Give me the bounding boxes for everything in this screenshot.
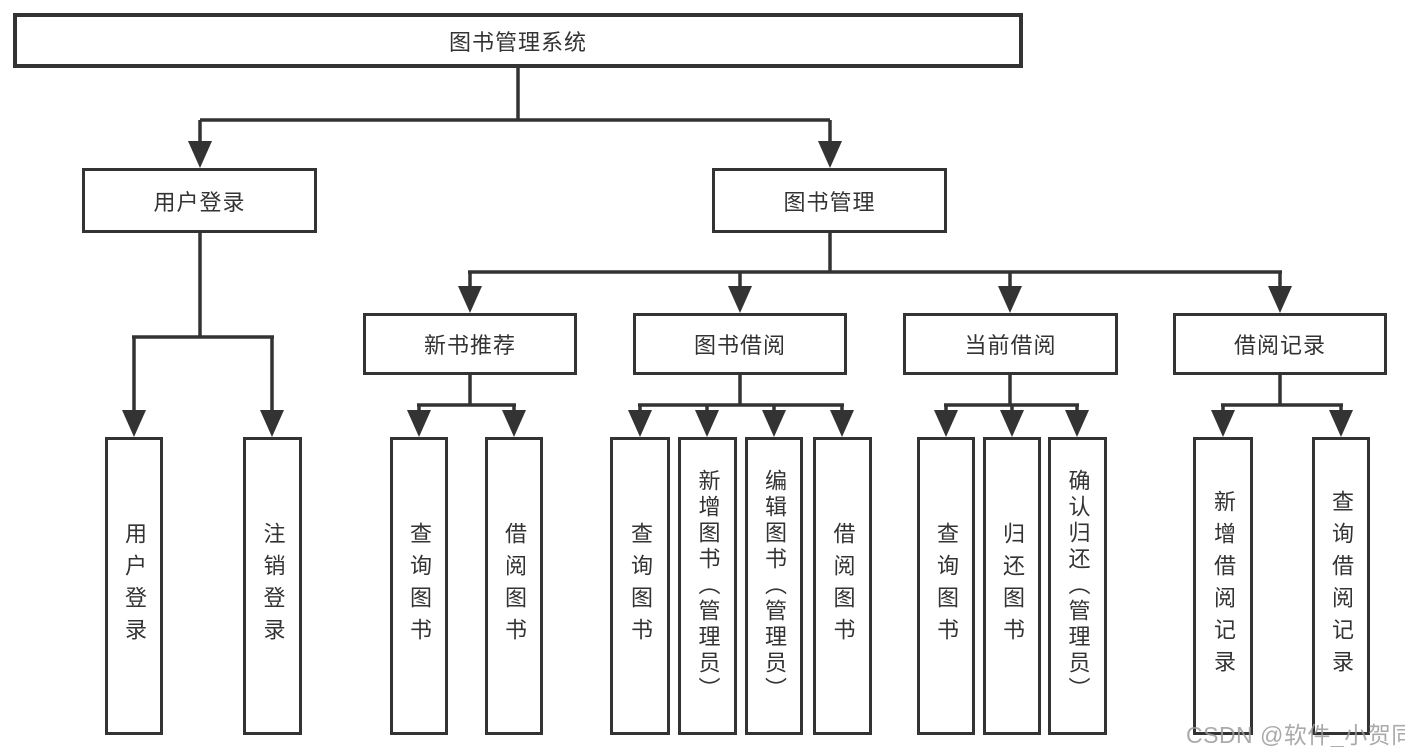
csdn-watermark: CSDN @软件_小贺同学 bbox=[1186, 722, 1405, 747]
arrowhead-icon bbox=[1329, 410, 1353, 437]
arrowhead-icon bbox=[695, 410, 719, 437]
arrowhead-icon bbox=[188, 141, 212, 168]
connector-root-to-level1 bbox=[198, 68, 832, 143]
leaf-add-books-admin: 新增图书（管理员） bbox=[678, 437, 737, 735]
node-book-management: 图书管理 bbox=[712, 168, 947, 233]
leaf-borrow-books-1: 借阅图书 bbox=[485, 437, 543, 735]
leaf-query-books-1: 查询图书 bbox=[390, 437, 448, 735]
connector-currentborrow-children bbox=[944, 375, 1079, 412]
node-library-management-system: 图书管理系统 bbox=[13, 13, 1023, 68]
arrowhead-icon bbox=[1000, 410, 1024, 437]
arrowhead-icon bbox=[818, 141, 842, 168]
node-user-login: 用户登录 bbox=[82, 168, 317, 233]
arrowhead-icon bbox=[458, 286, 482, 313]
arrowhead-icon bbox=[1065, 410, 1089, 437]
arrowhead-icon bbox=[998, 286, 1022, 313]
node-new-book-recommend: 新书推荐 bbox=[363, 313, 577, 375]
leaf-return-books: 归还图书 bbox=[983, 437, 1041, 735]
arrowhead-icon bbox=[628, 410, 652, 437]
leaf-borrow-books-2: 借阅图书 bbox=[813, 437, 872, 735]
connector-bookborrow-children bbox=[638, 375, 844, 412]
node-borrowing-records: 借阅记录 bbox=[1173, 313, 1387, 375]
leaf-edit-books-admin: 编辑图书（管理员） bbox=[745, 437, 803, 735]
arrowhead-icon bbox=[830, 410, 854, 437]
arrowhead-icon bbox=[1211, 410, 1235, 437]
leaf-logout: 注销登录 bbox=[243, 437, 302, 735]
leaf-user-login: 用户登录 bbox=[105, 437, 163, 735]
connector-borrowrecords-children bbox=[1221, 375, 1343, 412]
arrowhead-icon bbox=[502, 410, 526, 437]
arrowhead-icon bbox=[762, 410, 786, 437]
node-current-borrowing: 当前借阅 bbox=[903, 313, 1118, 375]
arrowhead-icon bbox=[407, 410, 431, 437]
leaf-query-borrow-record: 查询借阅记录 bbox=[1312, 437, 1370, 735]
arrowhead-icon bbox=[122, 410, 146, 437]
arrowhead-icon bbox=[934, 410, 958, 437]
arrowhead-icon bbox=[1268, 286, 1292, 313]
leaf-confirm-return-admin: 确认归还（管理员） bbox=[1048, 437, 1107, 735]
arrowhead-icon bbox=[728, 286, 752, 313]
connector-userlogin-children bbox=[132, 233, 274, 412]
connector-bookmgmt-children bbox=[468, 233, 1282, 288]
node-book-borrowing: 图书借阅 bbox=[633, 313, 847, 375]
leaf-query-books-2: 查询图书 bbox=[610, 437, 670, 735]
leaf-query-books-3: 查询图书 bbox=[917, 437, 975, 735]
connector-newbookrec-children bbox=[417, 375, 516, 412]
arrowhead-icon bbox=[260, 410, 284, 437]
leaf-add-borrow-record: 新增借阅记录 bbox=[1193, 437, 1253, 735]
